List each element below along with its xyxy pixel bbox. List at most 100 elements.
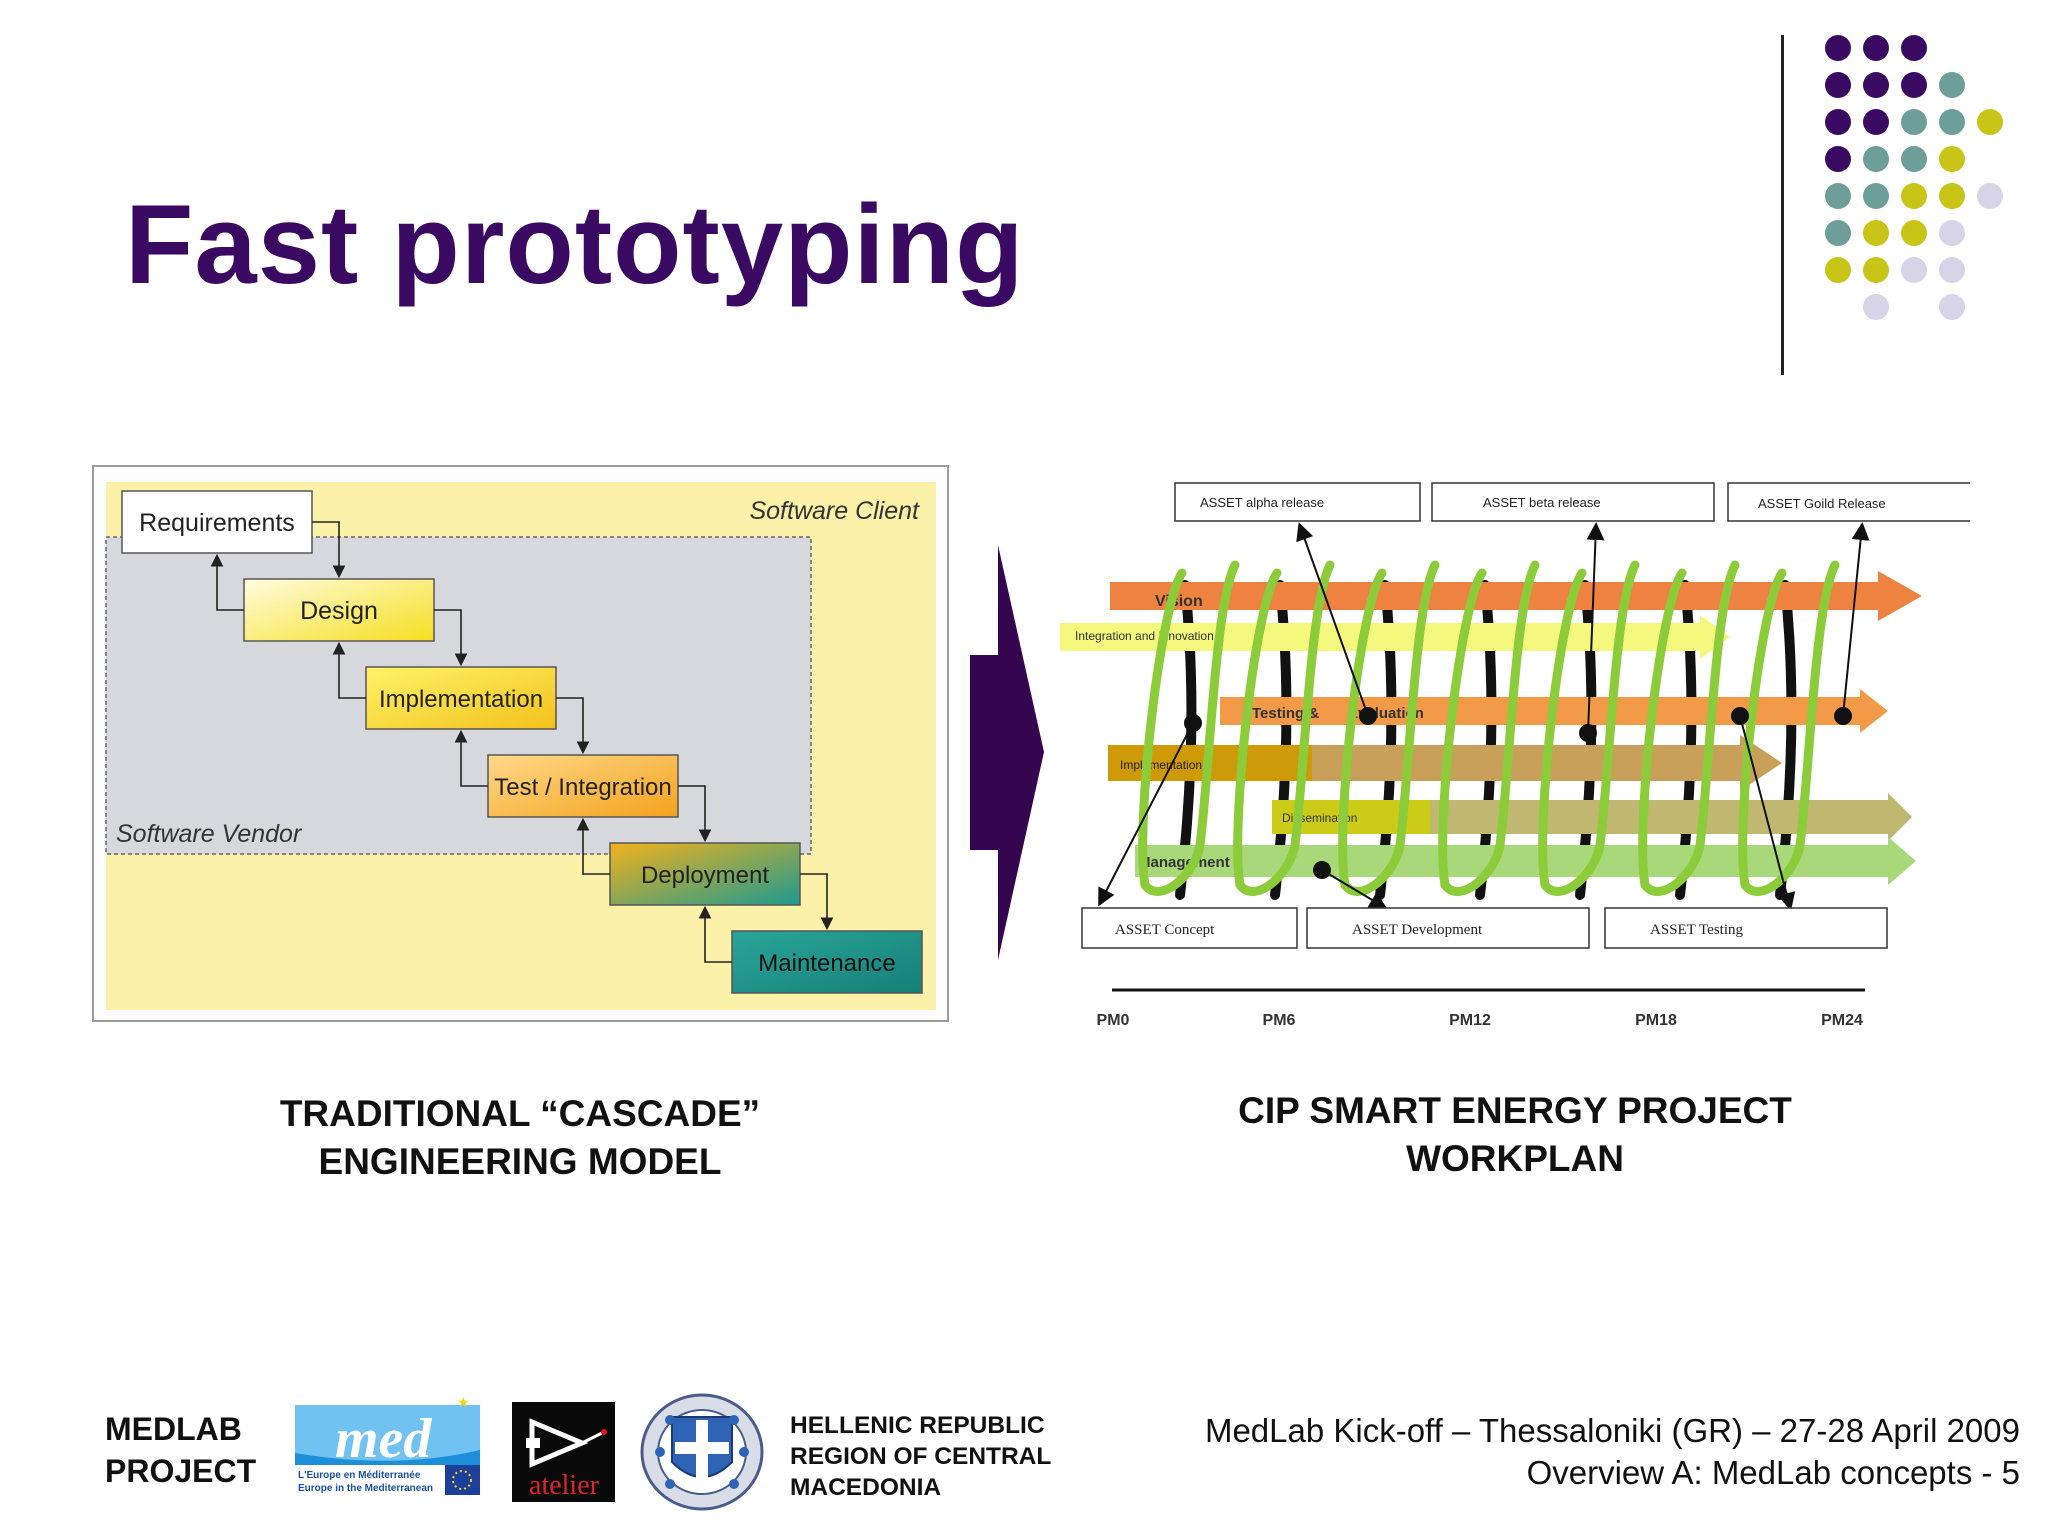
decorative-dot bbox=[1863, 35, 1889, 61]
band-management-label: Management bbox=[1138, 854, 1230, 871]
hellenic-line1: HELLENIC REPUBLIC bbox=[790, 1412, 1045, 1439]
release-beta: ASSET beta release bbox=[1483, 495, 1601, 510]
cascade-feedback-arrows bbox=[210, 553, 732, 963]
med-logo: med ★ L'Europe en Méditerranée Europe in… bbox=[295, 1395, 480, 1495]
title-divider-line bbox=[1781, 35, 1784, 375]
decorative-dot bbox=[1825, 146, 1851, 172]
svg-text:atelier: atelier bbox=[529, 1470, 600, 1501]
decorative-dot-grid bbox=[1825, 35, 2003, 320]
decorative-dot bbox=[1939, 109, 1965, 135]
event-line: MedLab Kick-off – Thessaloniki (GR) – 27… bbox=[1204, 1412, 2020, 1449]
cascade-caption-line1: TRADITIONAL “CASCADE” bbox=[279, 1093, 761, 1134]
decorative-dot bbox=[1939, 72, 1965, 98]
decorative-dot bbox=[1863, 294, 1889, 320]
medlab-line2: PROJECT bbox=[105, 1453, 257, 1489]
decorative-dot bbox=[1901, 220, 1927, 246]
band-dissemination bbox=[1272, 793, 1912, 841]
decorative-dot bbox=[1939, 183, 1965, 209]
software-client-label: Software Client bbox=[749, 497, 920, 525]
cascade-caption: TRADITIONAL “CASCADE” ENGINEERING MODEL bbox=[180, 1090, 860, 1186]
decorative-dot bbox=[1863, 220, 1889, 246]
month-pm6: PM6 bbox=[1263, 1012, 1296, 1029]
atelier-logo: atelier bbox=[512, 1402, 615, 1502]
decorative-dot bbox=[1825, 257, 1851, 283]
cascade-caption-line2: ENGINEERING MODEL bbox=[318, 1141, 722, 1182]
hellenic-line2: REGION OF CENTRAL bbox=[790, 1443, 1052, 1470]
hellenic-line3: MACEDONIA bbox=[790, 1474, 942, 1501]
step-maintenance-box bbox=[731, 930, 923, 994]
step-requirements: Requirements bbox=[139, 509, 295, 537]
step-test-integration-box bbox=[487, 754, 679, 818]
spiral-front-stroke bbox=[1338, 560, 1440, 896]
workplan-caption: CIP SMART ENERGY PROJECT WORKPLAN bbox=[1135, 1087, 1895, 1183]
decorative-dot bbox=[1977, 109, 2003, 135]
hellenic-republic-label: HELLENIC REPUBLIC REGION OF CENTRAL MACE… bbox=[790, 1410, 1051, 1503]
workplan-caption-line1: CIP SMART ENERGY PROJECT bbox=[1238, 1090, 1792, 1131]
decorative-dot bbox=[1825, 220, 1851, 246]
phase-development: ASSET Development bbox=[1352, 922, 1483, 938]
spiral-front-stroke bbox=[1233, 560, 1335, 896]
spiral-front-stroke bbox=[1538, 560, 1640, 896]
decorative-dot bbox=[1939, 294, 1965, 320]
band-implementation-label: Implementation bbox=[1120, 758, 1202, 772]
decorative-dot bbox=[1825, 35, 1851, 61]
decorative-dot bbox=[1939, 220, 1965, 246]
overview-line: Overview A: MedLab concepts - 5 bbox=[1526, 1454, 2020, 1491]
decorative-dot bbox=[1901, 146, 1927, 172]
footer-event-info: MedLab Kick-off – Thessaloniki (GR) – 27… bbox=[1205, 1410, 2020, 1494]
slide-title: Fast prototyping bbox=[125, 182, 1025, 307]
decorative-dot bbox=[1863, 146, 1889, 172]
month-pm12: PM12 bbox=[1449, 1012, 1491, 1029]
decorative-dot bbox=[1901, 72, 1927, 98]
band-integration-label: Integration and Innovation bbox=[1075, 629, 1214, 643]
workplan-diagram: ASSET alpha release ASSET beta release A… bbox=[1060, 482, 1970, 1029]
step-implementation-box bbox=[365, 666, 557, 730]
step-maintenance: Maintenance bbox=[758, 950, 895, 977]
decorative-dot bbox=[1863, 183, 1889, 209]
step-test-integration: Test / Integration bbox=[494, 774, 671, 801]
decorative-dot bbox=[1901, 257, 1927, 283]
transition-arrow-icon bbox=[970, 545, 1044, 960]
step-design: Design bbox=[300, 597, 378, 625]
decorative-dot bbox=[1939, 146, 1965, 172]
decorative-dot bbox=[1825, 109, 1851, 135]
step-requirements-box bbox=[121, 490, 313, 554]
decorative-dot bbox=[1901, 183, 1927, 209]
release-alpha: ASSET alpha release bbox=[1200, 495, 1324, 510]
medlab-line1: MEDLAB bbox=[105, 1411, 242, 1447]
spiral-front-strokes bbox=[1138, 560, 1840, 896]
spiral-front-stroke bbox=[1438, 560, 1540, 896]
decorative-dot bbox=[1863, 109, 1889, 135]
phase-concept: ASSET Concept bbox=[1115, 922, 1215, 938]
decorative-dot bbox=[1977, 183, 2003, 209]
decorative-dot bbox=[1825, 183, 1851, 209]
decorative-dot bbox=[1939, 257, 1965, 283]
spiral-front-stroke bbox=[1738, 560, 1840, 896]
spiral-front-stroke bbox=[1638, 560, 1740, 896]
month-pm0: PM0 bbox=[1097, 1012, 1130, 1029]
decorative-dot bbox=[1863, 257, 1889, 283]
workplan-caption-line2: WORKPLAN bbox=[1406, 1138, 1624, 1179]
svg-text:med: med bbox=[335, 1408, 432, 1470]
svg-text:L'Europe en Méditerranée: L'Europe en Méditerranée bbox=[298, 1470, 421, 1481]
decorative-dot bbox=[1901, 109, 1927, 135]
step-deployment: Deployment bbox=[641, 862, 769, 889]
medlab-project-label: MEDLAB PROJECT bbox=[105, 1408, 256, 1492]
greek-emblem-logo bbox=[640, 1393, 764, 1511]
cascade-diagram-svg: Software Client Software Vendor Requirem… bbox=[105, 482, 936, 1010]
release-gold: ASSET Goild Release bbox=[1758, 496, 1886, 511]
phase-testing: ASSET Testing bbox=[1650, 922, 1743, 938]
month-pm18: PM18 bbox=[1635, 1012, 1677, 1029]
band-vision-label: Vision bbox=[1155, 593, 1203, 610]
cascade-diagram: Software Client Software Vendor Requirem… bbox=[92, 465, 949, 1022]
milestone-arrows bbox=[1098, 522, 1870, 911]
step-design-box bbox=[243, 578, 435, 642]
milestone-dots bbox=[1184, 707, 1852, 879]
decorative-dot bbox=[1863, 72, 1889, 98]
decorative-dot bbox=[1825, 72, 1851, 98]
spiral-front-stroke bbox=[1138, 560, 1240, 896]
step-deployment-box bbox=[609, 842, 801, 906]
month-pm24: PM24 bbox=[1821, 1012, 1863, 1029]
cascade-forward-arrows bbox=[312, 521, 834, 931]
software-vendor-label: Software Vendor bbox=[116, 820, 303, 848]
